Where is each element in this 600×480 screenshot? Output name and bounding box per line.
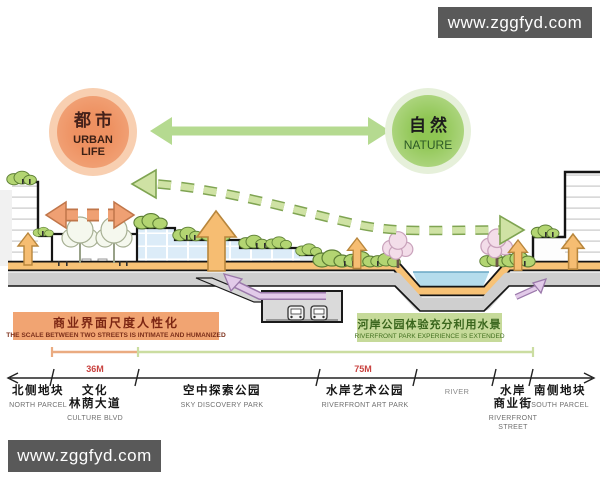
up-flow-arrows bbox=[17, 209, 585, 272]
watermark-bottom: www.zggfyd.com bbox=[8, 440, 161, 472]
measure-lines bbox=[50, 347, 535, 357]
urban-life-label-en: URBAN LIFE bbox=[73, 134, 113, 158]
zone-label-en: STREET bbox=[498, 424, 528, 431]
dimension-36m: 36M bbox=[86, 364, 104, 374]
watermark-top: www.zggfyd.com bbox=[438, 7, 592, 38]
zone-label-en: RIVERFRONT ART PARK bbox=[321, 402, 409, 409]
zone-label-zh: 南侧地块 bbox=[533, 385, 586, 397]
street-scale-callout: 商业界面尺度人性化 THE SCALE BETWEEN TWO STREETS … bbox=[6, 312, 226, 340]
zone-label-zh: 文化 bbox=[81, 385, 108, 397]
zone-label-zh: 空中探索公园 bbox=[182, 385, 261, 397]
zone-label-zh: 商业街 bbox=[493, 398, 533, 410]
watermark-text: www.zggfyd.com bbox=[17, 446, 152, 465]
street-scale-callout-en: THE SCALE BETWEEN TWO STREETS IS INTIMAT… bbox=[6, 331, 226, 339]
zone-label-zh: 水岸艺术公园 bbox=[326, 385, 404, 397]
zone-label-en: SOUTH PARCEL bbox=[531, 402, 589, 409]
exchange-arrow bbox=[150, 117, 390, 145]
nature-flow-dashed-arrow bbox=[130, 168, 526, 246]
zone-sky-discovery-park: 空中探索公园 SKY DISCOVERY PARK bbox=[181, 385, 264, 410]
watermark-text: www.zggfyd.com bbox=[447, 12, 583, 32]
nature-label-zh: 自然 bbox=[409, 115, 451, 135]
main-up-arrow bbox=[195, 209, 238, 272]
zone-label-en: CULTURE BLVD bbox=[67, 415, 123, 422]
street-scale-callout-zh: 商业界面尺度人性化 bbox=[52, 315, 179, 330]
ground-band bbox=[8, 272, 600, 312]
zone-label-zh: 水岸 bbox=[500, 385, 526, 397]
zone-label-en: RIVER bbox=[444, 387, 470, 396]
north-tower-building bbox=[0, 180, 54, 266]
urban-life-label-zh: 都市 bbox=[74, 111, 116, 130]
zone-label-en: NORTH PARCEL bbox=[9, 402, 67, 409]
zone-south-parcel: 南侧地块 SOUTH PARCEL bbox=[531, 385, 589, 410]
zone-axis bbox=[6, 368, 596, 387]
zone-north-parcel: 北侧地块 NORTH PARCEL bbox=[9, 385, 67, 410]
metro-station bbox=[195, 273, 548, 323]
river-park-callout-zh: 河岸公园体验充分利用水景 bbox=[357, 318, 502, 331]
zone-culture-blvd: 文化 林荫大道 CULTURE BLVD bbox=[67, 385, 123, 423]
nature-bubble-inner: 自然 NATURE bbox=[392, 95, 464, 167]
metro-route-arrow bbox=[222, 273, 326, 300]
street-scale-arrow bbox=[44, 200, 136, 230]
metro-train-icon bbox=[287, 305, 305, 321]
zone-river: RIVER bbox=[445, 387, 469, 396]
urban-life-bubble-inner: 都市 URBAN LIFE bbox=[57, 96, 129, 168]
zone-riverfront-art-park: 水岸艺术公园 RIVERFRONT ART PARK bbox=[322, 385, 409, 410]
nature-label-en: NATURE bbox=[403, 137, 453, 152]
south-tower-building bbox=[531, 170, 600, 266]
zone-label-zh: 北侧地块 bbox=[11, 385, 64, 397]
metro-train-icon bbox=[310, 305, 328, 321]
nature-bubble: 自然 NATURE bbox=[385, 88, 471, 174]
zone-riverfront-street: 水岸 商业街 RIVERFRONT STREET bbox=[489, 385, 538, 432]
river-water bbox=[413, 271, 489, 289]
river-park-callout: 河岸公园体验充分利用水景 RIVERFRONT PARK EXPERIENCE … bbox=[354, 313, 505, 342]
zone-label-en: RIVERFRONT bbox=[488, 415, 538, 422]
dimension-75m: 75M bbox=[354, 364, 372, 374]
river-park-callout-en: RIVERFRONT PARK EXPERIENCE IS EXTENDED bbox=[354, 332, 505, 340]
zone-label-zh: 林荫大道 bbox=[68, 398, 121, 410]
urban-life-bubble: 都市 URBAN LIFE bbox=[49, 88, 137, 176]
zone-label-en: SKY DISCOVERY PARK bbox=[180, 402, 264, 409]
metro-exit-arrow bbox=[514, 277, 548, 300]
